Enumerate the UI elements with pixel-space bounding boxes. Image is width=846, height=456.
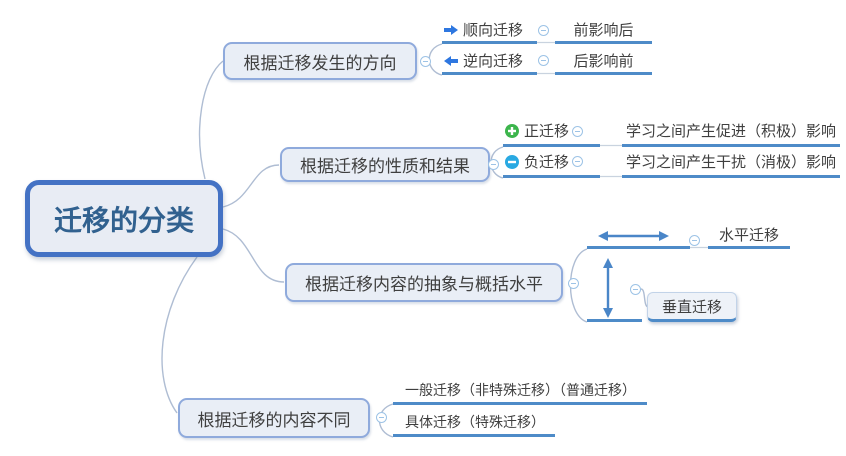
- collapse-toggle[interactable]: [538, 55, 549, 66]
- branch-abstraction-level[interactable]: 根据迁移内容的抽象与概括水平: [285, 263, 563, 302]
- node-vertical-transfer[interactable]: 垂直迁移: [647, 292, 737, 322]
- branch-content-difference[interactable]: 根据迁移的内容不同: [178, 398, 370, 438]
- collapse-toggle[interactable]: [568, 278, 579, 289]
- arrow-right-icon: [444, 25, 458, 35]
- node-negative-transfer-note[interactable]: 学习之间产生干扰（消极）影响: [622, 152, 840, 178]
- branch-direction[interactable]: 根据迁移发生的方向: [223, 42, 417, 80]
- collapse-toggle[interactable]: [376, 412, 387, 423]
- minus-circle-icon: [505, 155, 519, 169]
- double-arrow-vertical-icon: [603, 258, 613, 318]
- collapse-toggle[interactable]: [572, 126, 583, 137]
- node-vertical-arrow[interactable]: [587, 255, 642, 322]
- branch-direction-label: 根据迁移发生的方向: [243, 53, 397, 74]
- double-arrow-horizontal-icon: [598, 231, 669, 241]
- arrow-left-icon: [444, 56, 458, 66]
- collapse-toggle[interactable]: [488, 159, 499, 170]
- node-back-affects-front[interactable]: 后影响前: [555, 53, 652, 75]
- collapse-toggle[interactable]: [420, 56, 431, 67]
- branch-nature-result-label: 根据迁移的性质和结果: [300, 157, 470, 177]
- root-node-label: 迁移的分类: [53, 203, 194, 237]
- branch-nature-result[interactable]: 根据迁移的性质和结果: [280, 147, 490, 182]
- collapse-toggle[interactable]: [630, 284, 641, 295]
- node-positive-transfer[interactable]: 正迁移: [503, 121, 600, 147]
- root-node[interactable]: 迁移的分类: [25, 180, 223, 257]
- node-positive-transfer-note[interactable]: 学习之间产生促进（积极）影响: [622, 121, 840, 147]
- node-positive-transfer-label: 正迁移: [524, 121, 570, 140]
- collapse-toggle[interactable]: [689, 235, 700, 246]
- node-forward-transfer-label: 顺向迁移: [463, 20, 524, 39]
- node-horizontal-transfer[interactable]: 水平迁移: [708, 228, 790, 249]
- collapse-toggle[interactable]: [538, 25, 549, 36]
- branch-abstraction-level-label: 根据迁移内容的抽象与概括水平: [305, 275, 543, 295]
- node-negative-transfer-label: 负迁移: [524, 152, 570, 171]
- node-negative-transfer[interactable]: 负迁移: [503, 152, 600, 178]
- plus-circle-icon: [505, 124, 519, 138]
- node-backward-transfer-label: 逆向迁移: [463, 51, 524, 70]
- node-horizontal-arrow[interactable]: [587, 228, 690, 249]
- node-forward-transfer[interactable]: 顺向迁移: [442, 22, 537, 44]
- node-backward-transfer[interactable]: 逆向迁移: [442, 53, 537, 75]
- node-front-affects-back[interactable]: 前影响后: [555, 22, 652, 44]
- collapse-toggle[interactable]: [572, 156, 583, 167]
- node-specific-transfer[interactable]: 具体迁移（特殊迁移）: [393, 414, 555, 437]
- node-general-transfer[interactable]: 一般迁移（非特殊迁移）（普通迁移）: [393, 382, 647, 405]
- branch-content-difference-label: 根据迁移的内容不同: [197, 410, 351, 431]
